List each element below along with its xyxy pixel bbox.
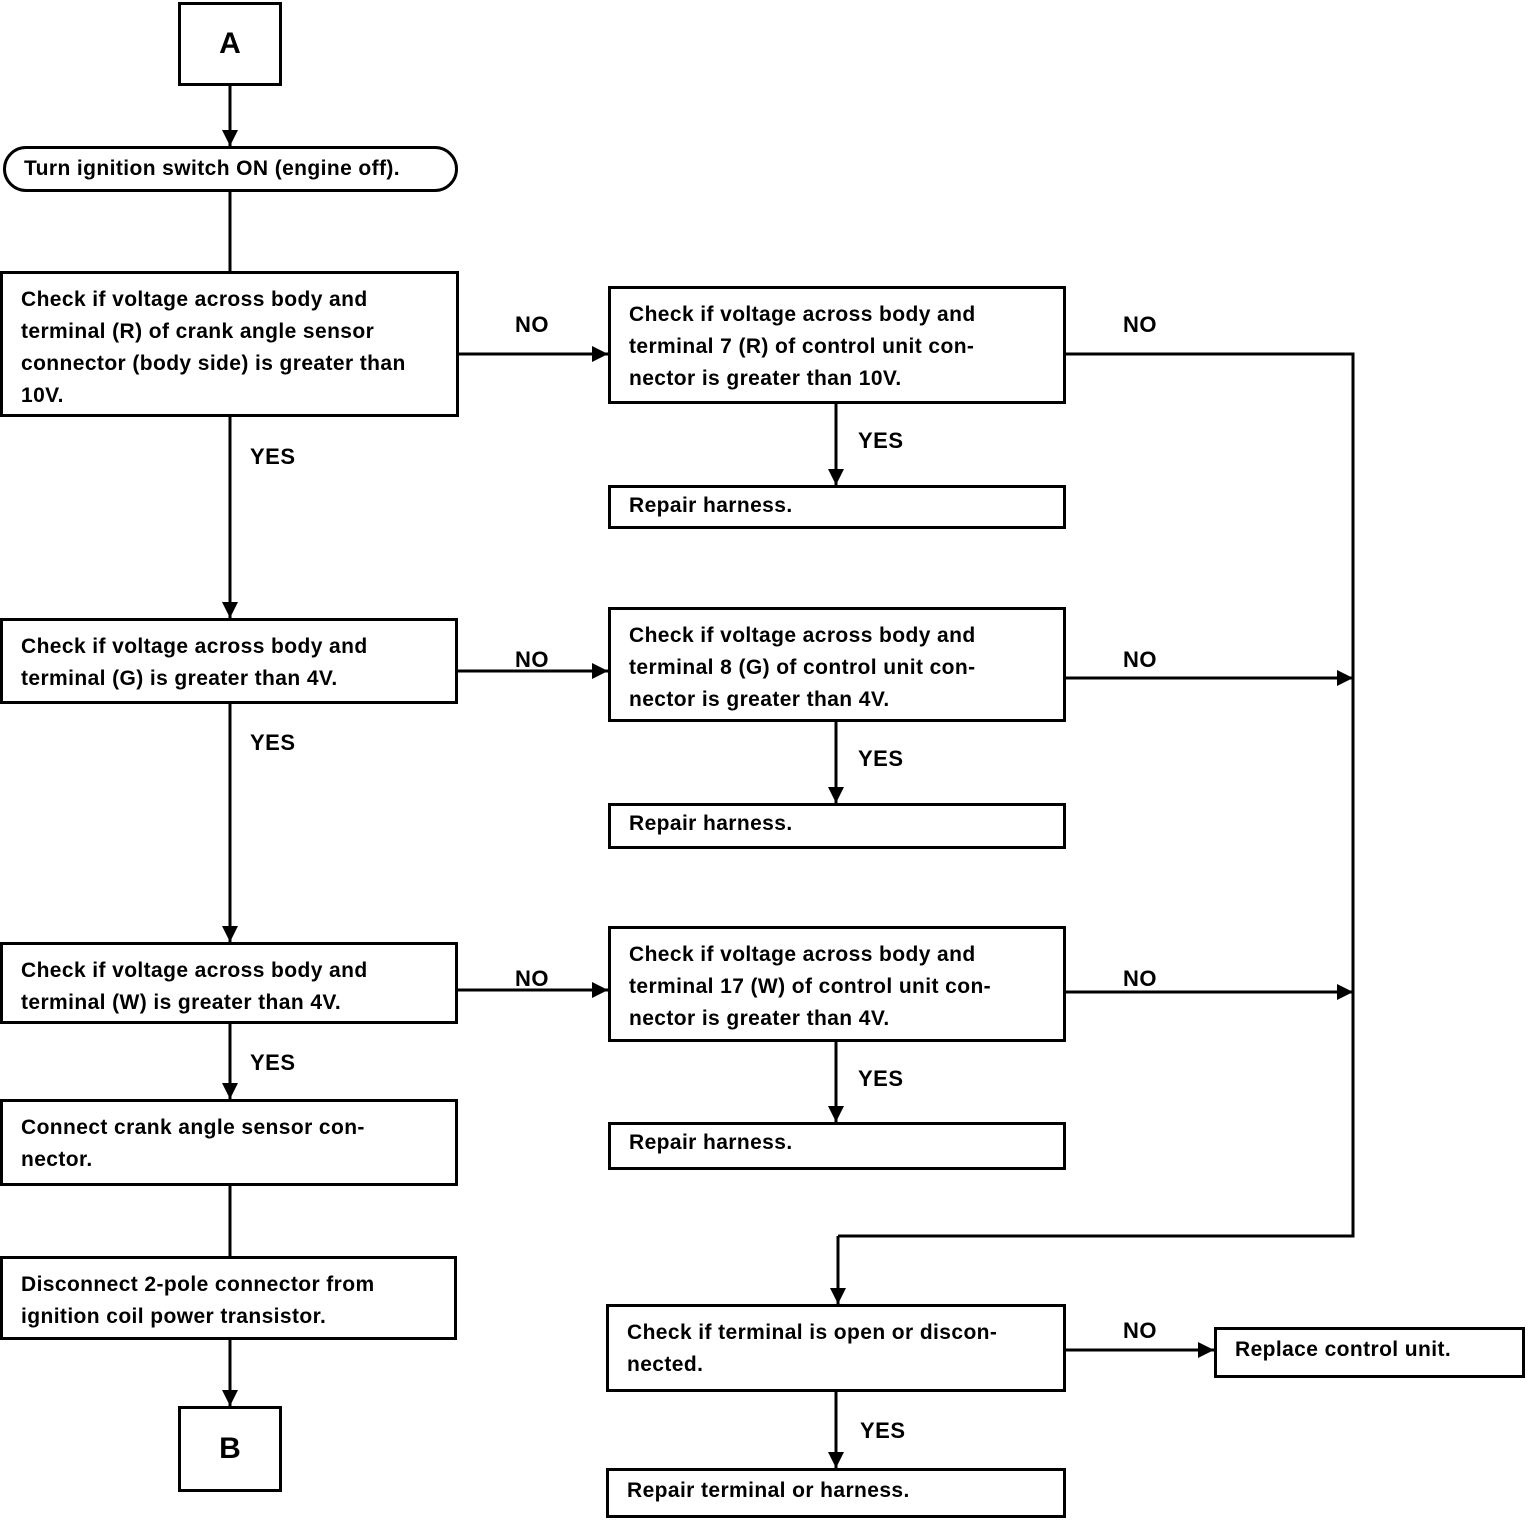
step-check-terminal-w: Check if voltage across body and termina… — [0, 942, 458, 1024]
step-check-terminal-r: Check if voltage across body and termina… — [0, 271, 459, 417]
label-no: NO — [1123, 312, 1157, 337]
step-check-cu-terminal-7: Check if voltage across body and termina… — [608, 286, 1066, 404]
step-connect-sensor: Connect crank angle sensor con- nector. — [0, 1099, 458, 1186]
step-repair-harness-3: Repair harness. — [608, 1122, 1066, 1170]
label-no: NO — [515, 966, 549, 991]
step-turn-ignition-on: Turn ignition switch ON (engine off). — [3, 146, 458, 192]
label-no: NO — [515, 647, 549, 672]
step-check-cu-terminal-17: Check if voltage across body and termina… — [608, 926, 1066, 1042]
connector-b: B — [178, 1406, 282, 1492]
step-check-cu-terminal-8: Check if voltage across body and termina… — [608, 607, 1066, 722]
step-disconnect-2-pole: Disconnect 2-pole connector from ignitio… — [0, 1256, 457, 1340]
label-no: NO — [1123, 966, 1157, 991]
label-yes: YES — [250, 1050, 296, 1075]
step-check-terminal-g: Check if voltage across body and termina… — [0, 618, 458, 704]
step-repair-harness-2: Repair harness. — [608, 803, 1066, 849]
step-replace-control-unit: Replace control unit. — [1214, 1327, 1525, 1378]
label-no: NO — [515, 312, 549, 337]
label-yes: YES — [250, 730, 296, 755]
step-repair-terminal-or-harness: Repair terminal or harness. — [606, 1468, 1066, 1518]
step-repair-harness-1: Repair harness. — [608, 485, 1066, 529]
step-check-terminal-open: Check if terminal is open or discon- nec… — [606, 1304, 1066, 1392]
label-yes: YES — [860, 1418, 906, 1443]
label-yes: YES — [858, 1066, 904, 1091]
label-yes: YES — [858, 428, 904, 453]
label-no: NO — [1123, 1318, 1157, 1343]
label-no: NO — [1123, 647, 1157, 672]
label-yes: YES — [858, 746, 904, 771]
line-no-r-cu-trunk — [838, 352, 1355, 1238]
label-yes: YES — [250, 444, 296, 469]
connector-a: A — [178, 2, 282, 86]
